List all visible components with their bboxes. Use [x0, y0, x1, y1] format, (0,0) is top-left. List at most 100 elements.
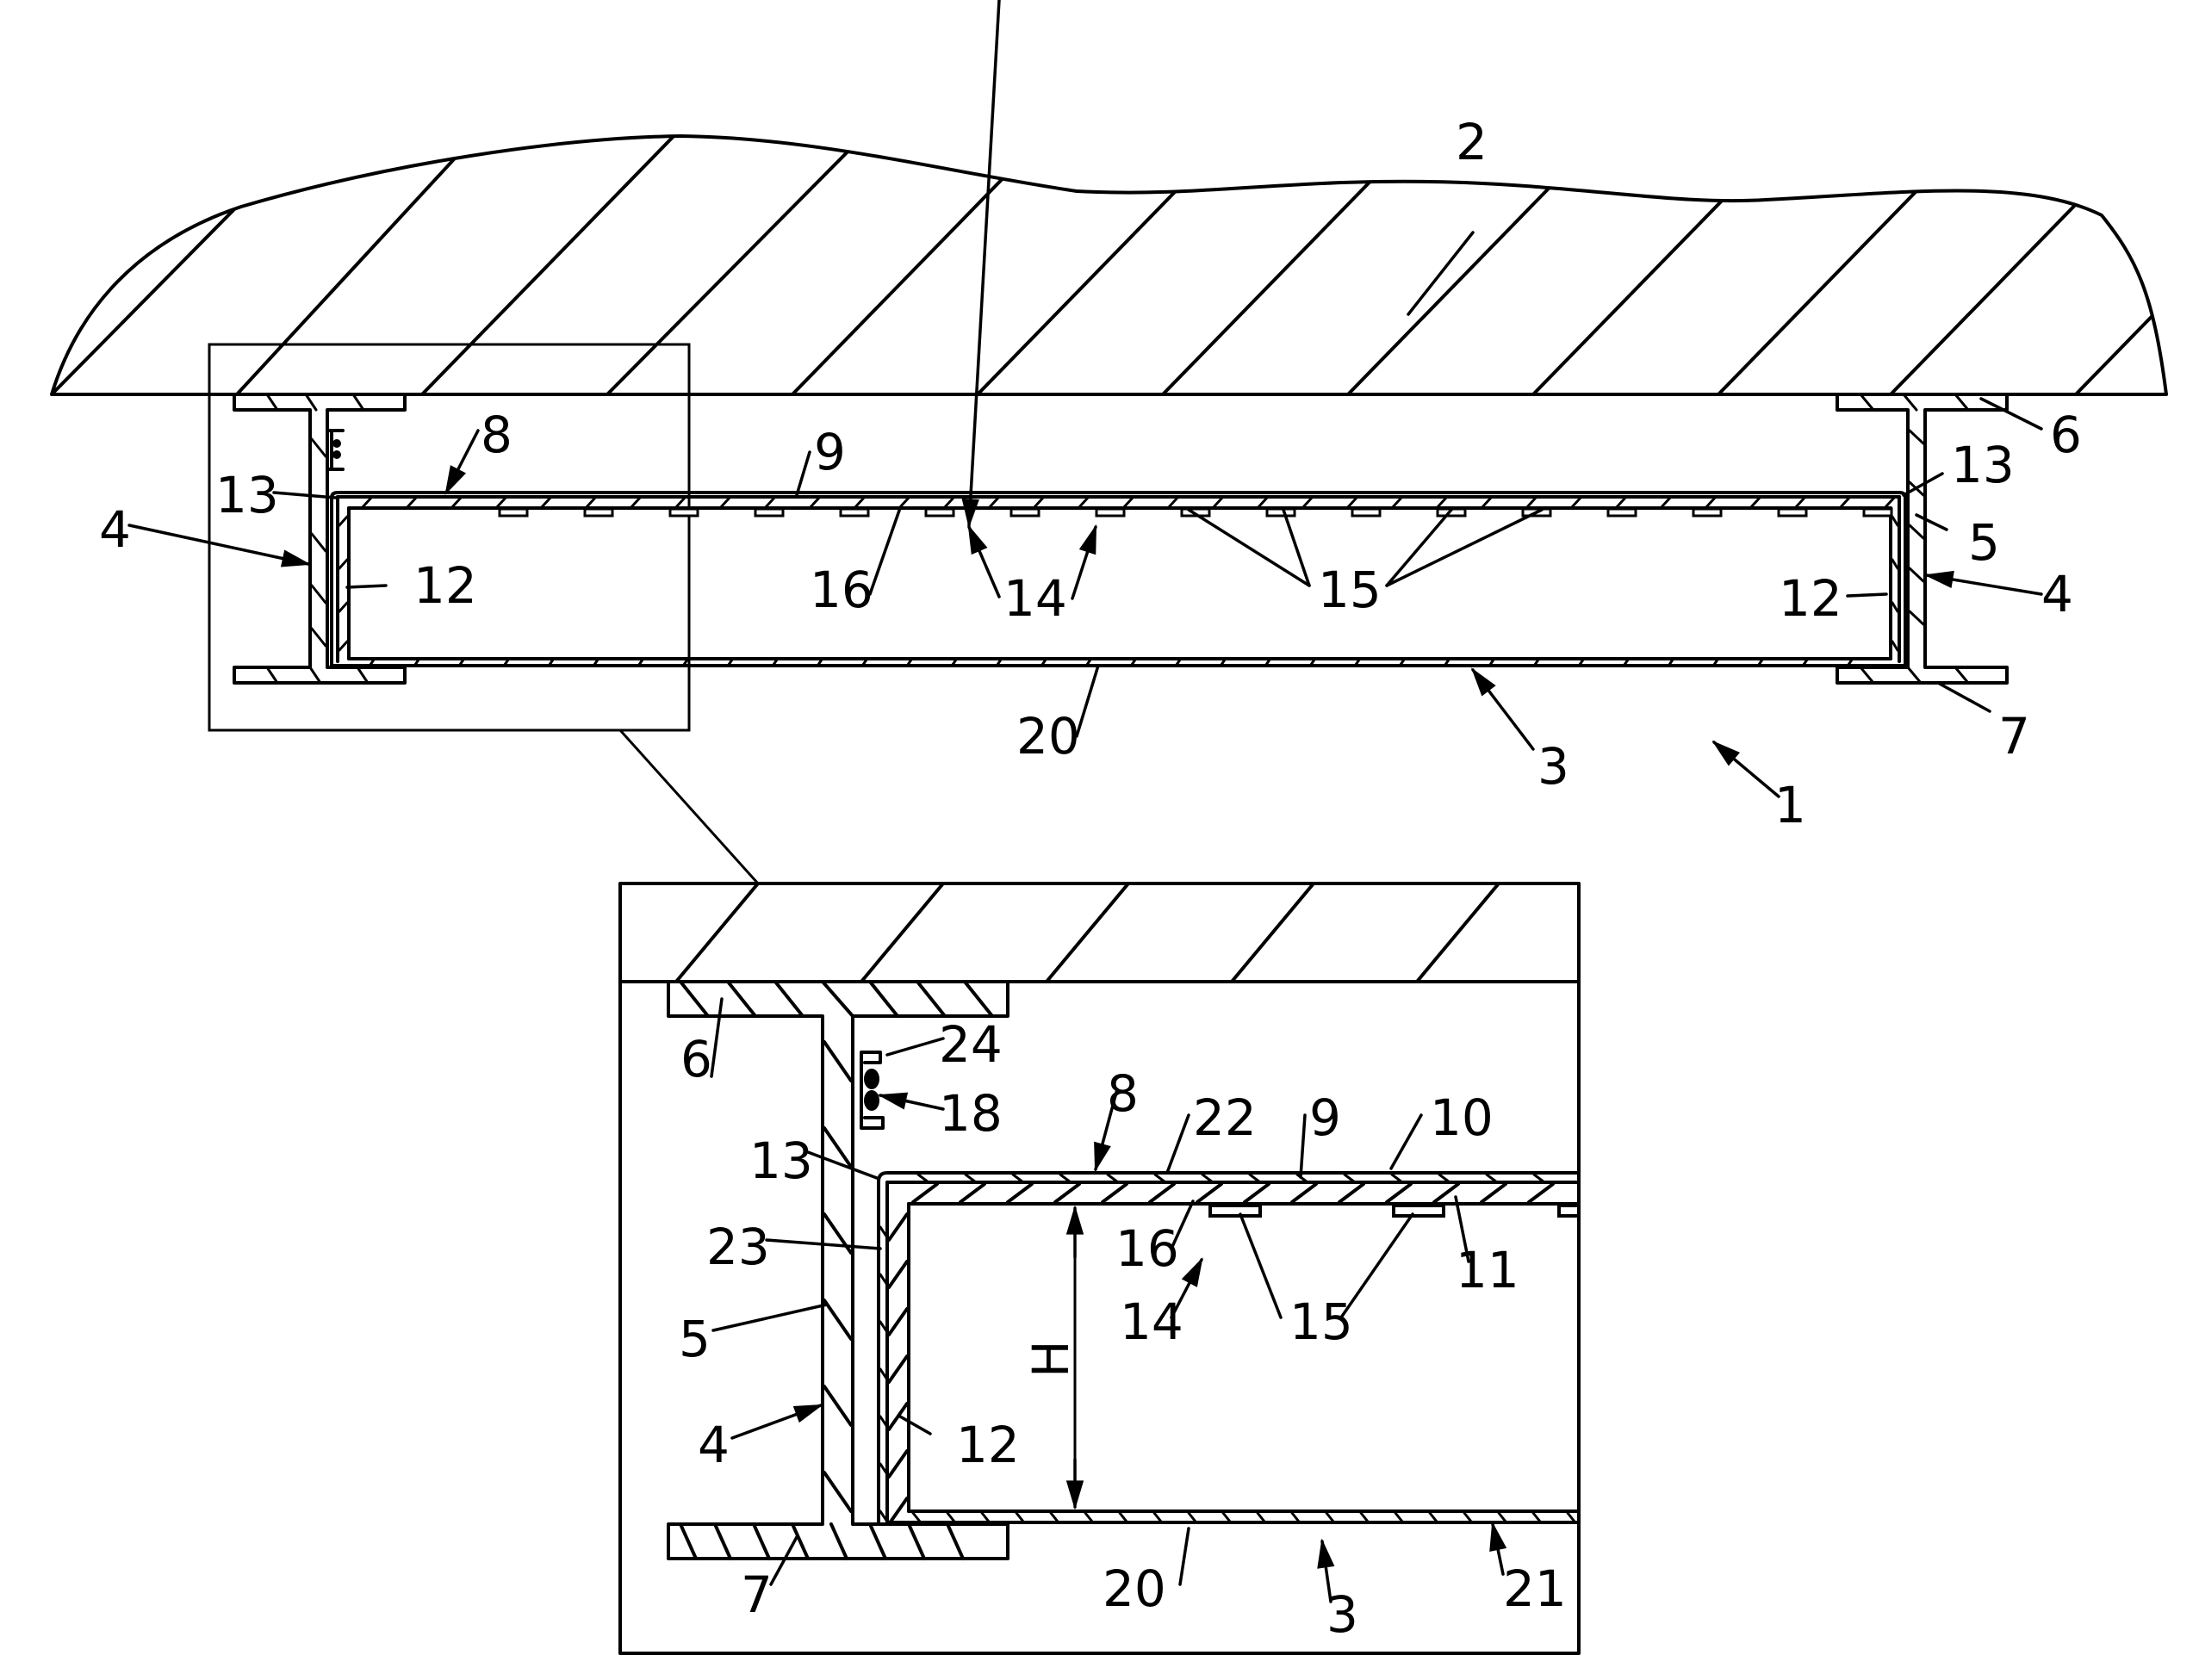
hatch-line [772, 658, 779, 666]
rib [839, 507, 870, 518]
detail-label-top-flange: 6 [680, 1030, 712, 1088]
detail-ribs [1208, 1204, 1581, 1218]
hatch-line [887, 1260, 909, 1289]
label-bottom-skin: 20 [1016, 707, 1080, 766]
hatch-line [1118, 1511, 1128, 1523]
hatch-line [1704, 496, 1717, 510]
label-top-wall: 8 [481, 406, 512, 464]
hatch-line [503, 658, 510, 666]
hatch-line [1385, 1182, 1413, 1204]
hatch-line [1101, 1182, 1128, 1204]
hatch-line [1085, 658, 1092, 666]
hatch-line [1011, 1173, 1025, 1184]
hatch-line [887, 1402, 909, 1431]
hatch-line [1256, 496, 1269, 510]
hatch-line [1432, 1182, 1460, 1204]
detail-leaders [710, 997, 1507, 1603]
hatch-line [1301, 496, 1314, 510]
hatch-line [1354, 658, 1361, 666]
detail-label-side: 12 [956, 1416, 1020, 1474]
hatch-line [1525, 496, 1537, 510]
hatch-line [1049, 1511, 1059, 1523]
hatch-line [1015, 1511, 1025, 1523]
hatch-line [1463, 1511, 1473, 1523]
hatch-line [1248, 1173, 1262, 1184]
rib [1777, 507, 1808, 518]
hatch-line [674, 496, 686, 510]
rib [1692, 507, 1723, 518]
hatch-line [1130, 658, 1137, 666]
label-side-left: 12 [413, 556, 477, 615]
hatch-line [1532, 1173, 1546, 1184]
hatch-line [1394, 1511, 1404, 1523]
hatch-line [879, 1510, 891, 1526]
hatch-line [629, 496, 642, 510]
rib [668, 507, 699, 518]
hatch-line [1480, 1182, 1507, 1204]
detail-callout-leader [618, 728, 760, 885]
detail-panel [877, 1171, 1581, 1526]
hatch-line [1668, 658, 1674, 666]
hatch-line [1264, 658, 1271, 666]
rib [498, 507, 529, 518]
hatch-line [879, 1320, 891, 1336]
hatch-line [911, 1182, 939, 1204]
detail-label-layer-22: 22 [1193, 1088, 1257, 1147]
hatch-line [450, 496, 463, 510]
rib [754, 507, 785, 518]
detail-frame [618, 882, 1581, 1655]
hatch-line [1032, 496, 1045, 510]
detail-flange-hatch [679, 980, 994, 1560]
detail-label-layer-23: 23 [706, 1218, 770, 1276]
rib [1009, 507, 1040, 518]
detail-label-seal: 18 [939, 1084, 1003, 1143]
detail-top-hatch [911, 1173, 1555, 1204]
hatch-line [1290, 1182, 1318, 1204]
main-view: 2 1 3 4 4 5 6 7 8 9 12 12 13 13 14 15 16… [50, 0, 2168, 885]
hatch-line [1148, 1182, 1176, 1204]
hatch-line [1359, 1511, 1370, 1523]
hatch-line [763, 496, 776, 510]
left-i-beam [233, 393, 407, 685]
hatch-line [887, 1212, 909, 1242]
hatch-line [1802, 658, 1809, 666]
hatch-line [1578, 658, 1585, 666]
hatch-line [1527, 1182, 1555, 1204]
detail-view: 6 24 18 8 22 9 10 13 11 23 16 14 15 5 4 … [618, 882, 1581, 1655]
hatch-line [1309, 658, 1316, 666]
hatch-line [1531, 1511, 1542, 1523]
hatch-line [1757, 658, 1764, 666]
hatch-line [823, 1385, 853, 1427]
hatch-line [494, 496, 507, 510]
hatch-line [1566, 1511, 1576, 1523]
hatch-line [458, 658, 465, 666]
hatch-line [727, 658, 734, 666]
hatch-line [1623, 658, 1630, 666]
hatch-line [823, 1471, 853, 1513]
hatch-line [548, 658, 555, 666]
detail-label-layer-11: 11 [1456, 1241, 1519, 1299]
hatch-line [1569, 496, 1582, 510]
label-corner-right: 13 [1951, 436, 2015, 494]
hatch-line [887, 1449, 909, 1479]
rib [924, 507, 955, 518]
hatch-line [942, 496, 955, 510]
detail-labels: 6 24 18 8 22 9 10 13 11 23 16 14 15 5 4 … [679, 1015, 1567, 1644]
hatch-line [887, 1355, 909, 1384]
hatch-line [1175, 658, 1182, 666]
hatch-line [1106, 1173, 1120, 1184]
hatch-line [1325, 1511, 1335, 1523]
hatch-line [1749, 496, 1761, 510]
detail-label-height: H [1022, 1340, 1080, 1378]
hatch-line [1121, 496, 1134, 510]
detail-label-top-wall: 8 [1107, 1064, 1139, 1123]
hatch-line [1444, 658, 1450, 666]
hatch-line [1614, 496, 1627, 510]
hatch-line [1040, 658, 1047, 666]
ceiling-slab [50, 134, 2168, 396]
detail-label-rib-base: 16 [1115, 1219, 1179, 1278]
hatch-line [360, 496, 373, 510]
hatch-line [1220, 658, 1227, 666]
hatch-line [1533, 658, 1540, 666]
main-leaders [127, 0, 2043, 798]
